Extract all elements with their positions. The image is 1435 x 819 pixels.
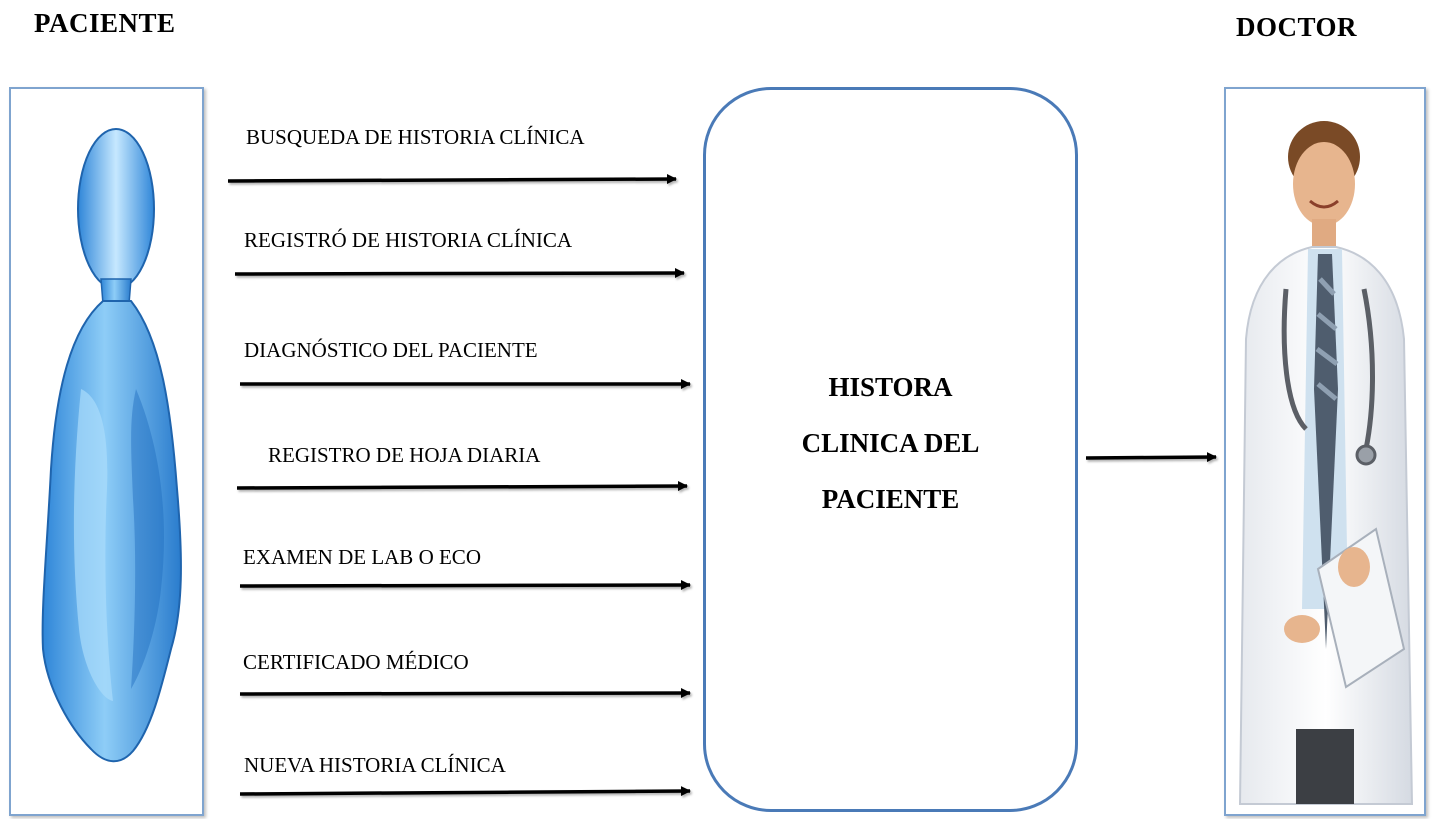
flow-label-certificado: CERTIFICADO MÉDICO — [243, 650, 469, 674]
center-to-doctor-arrow — [1085, 452, 1217, 463]
flow-label-busqueda: BUSQUEDA DE HISTORIA CLÍNICA — [246, 125, 585, 149]
flow-label-diagnostico: DIAGNÓSTICO DEL PACIENTE — [244, 338, 538, 362]
doctor-title: DOCTOR — [1236, 12, 1358, 42]
flow-arrow-registro-historia — [234, 268, 685, 279]
flow-label-examen: EXAMEN DE LAB O ECO — [243, 545, 481, 569]
center-text-line-3: PACIENTE — [821, 484, 960, 514]
center-text-line-2: CLINICA DEL — [801, 428, 980, 458]
flow-label-registro-historia: REGISTRÓ DE HISTORIA CLÍNICA — [244, 228, 573, 252]
flow-arrow-certificado — [239, 688, 691, 699]
doctor-figure-icon — [1238, 121, 1414, 805]
flow-arrow-hoja-diaria — [236, 481, 688, 492]
doctor-frame — [1224, 87, 1426, 816]
flow-arrow-nueva-historia — [239, 786, 691, 797]
center-text-line-1: HISTORA — [828, 372, 953, 402]
flow-arrow-busqueda — [227, 174, 677, 185]
flow-arrow-examen — [239, 580, 691, 591]
historia-clinica-box — [703, 87, 1078, 812]
paciente-title: PACIENTE — [34, 8, 176, 38]
flow-label-hoja-diaria: REGISTRO DE HOJA DIARIA — [268, 443, 541, 467]
paciente-frame — [9, 87, 204, 816]
patient-figure-icon — [41, 128, 182, 763]
flow-label-nueva-historia: NUEVA HISTORIA CLÍNICA — [244, 753, 506, 777]
